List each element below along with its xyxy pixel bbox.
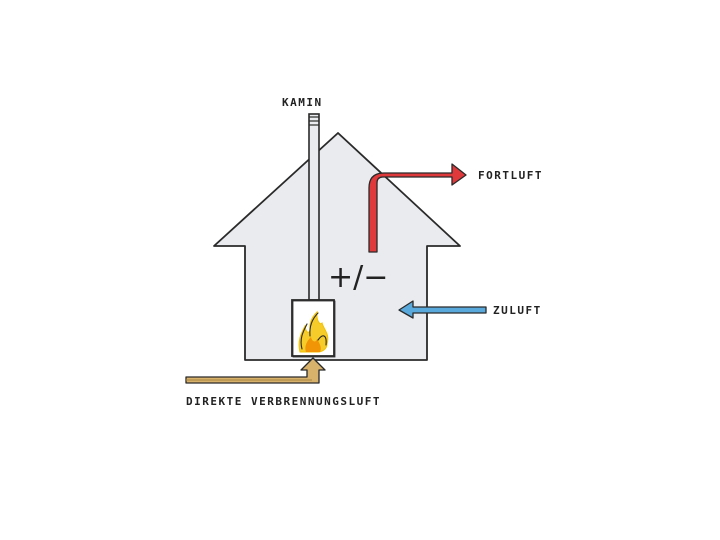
exhaust-arrow [368,163,467,253]
pressure-symbol: +/− [328,260,388,295]
label-zuluft: ZULUFT [493,304,542,317]
label-direkte-verbrennungsluft: DIREKTE VERBRENNUNGSLUFT [186,395,381,408]
pressure-sign-text: +/− [328,260,388,295]
house-outline [213,132,461,361]
label-kamin: KAMIN [282,96,323,109]
combustion-air-arrow [185,357,326,384]
chimney [308,113,320,301]
supply-arrow [398,300,487,319]
flame-icon [298,310,329,353]
label-fortluft: FORTLUFT [478,169,543,182]
